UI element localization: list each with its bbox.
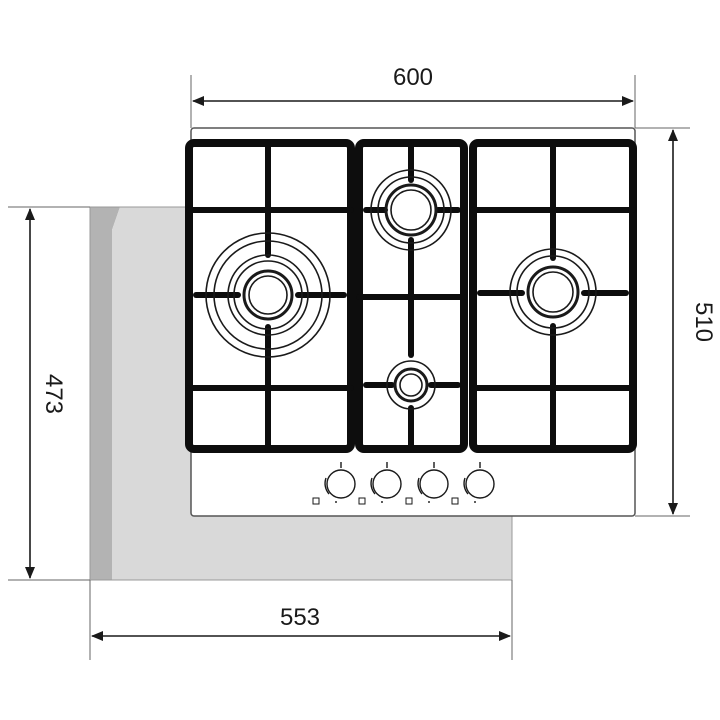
knob-1	[312, 462, 356, 505]
knob-2	[358, 462, 402, 505]
control-knobs	[312, 462, 495, 505]
right-medium-burner	[509, 248, 597, 336]
label-510: 510	[690, 302, 717, 342]
hob	[185, 127, 637, 517]
left-grate	[185, 139, 355, 453]
extension-lines	[8, 75, 690, 660]
knob-4	[451, 462, 495, 505]
knob-3	[405, 462, 449, 505]
left-large-burner	[205, 232, 331, 358]
center-grate	[355, 139, 468, 453]
cutout-side-face	[90, 207, 120, 580]
center-top-medium-burner	[370, 169, 452, 251]
label-600: 600	[393, 64, 433, 91]
label-553: 553	[280, 604, 320, 631]
dimension-lines	[25, 96, 678, 641]
center-bottom-small-burner	[386, 360, 436, 410]
right-grate	[469, 139, 637, 453]
label-473: 473	[40, 374, 67, 414]
